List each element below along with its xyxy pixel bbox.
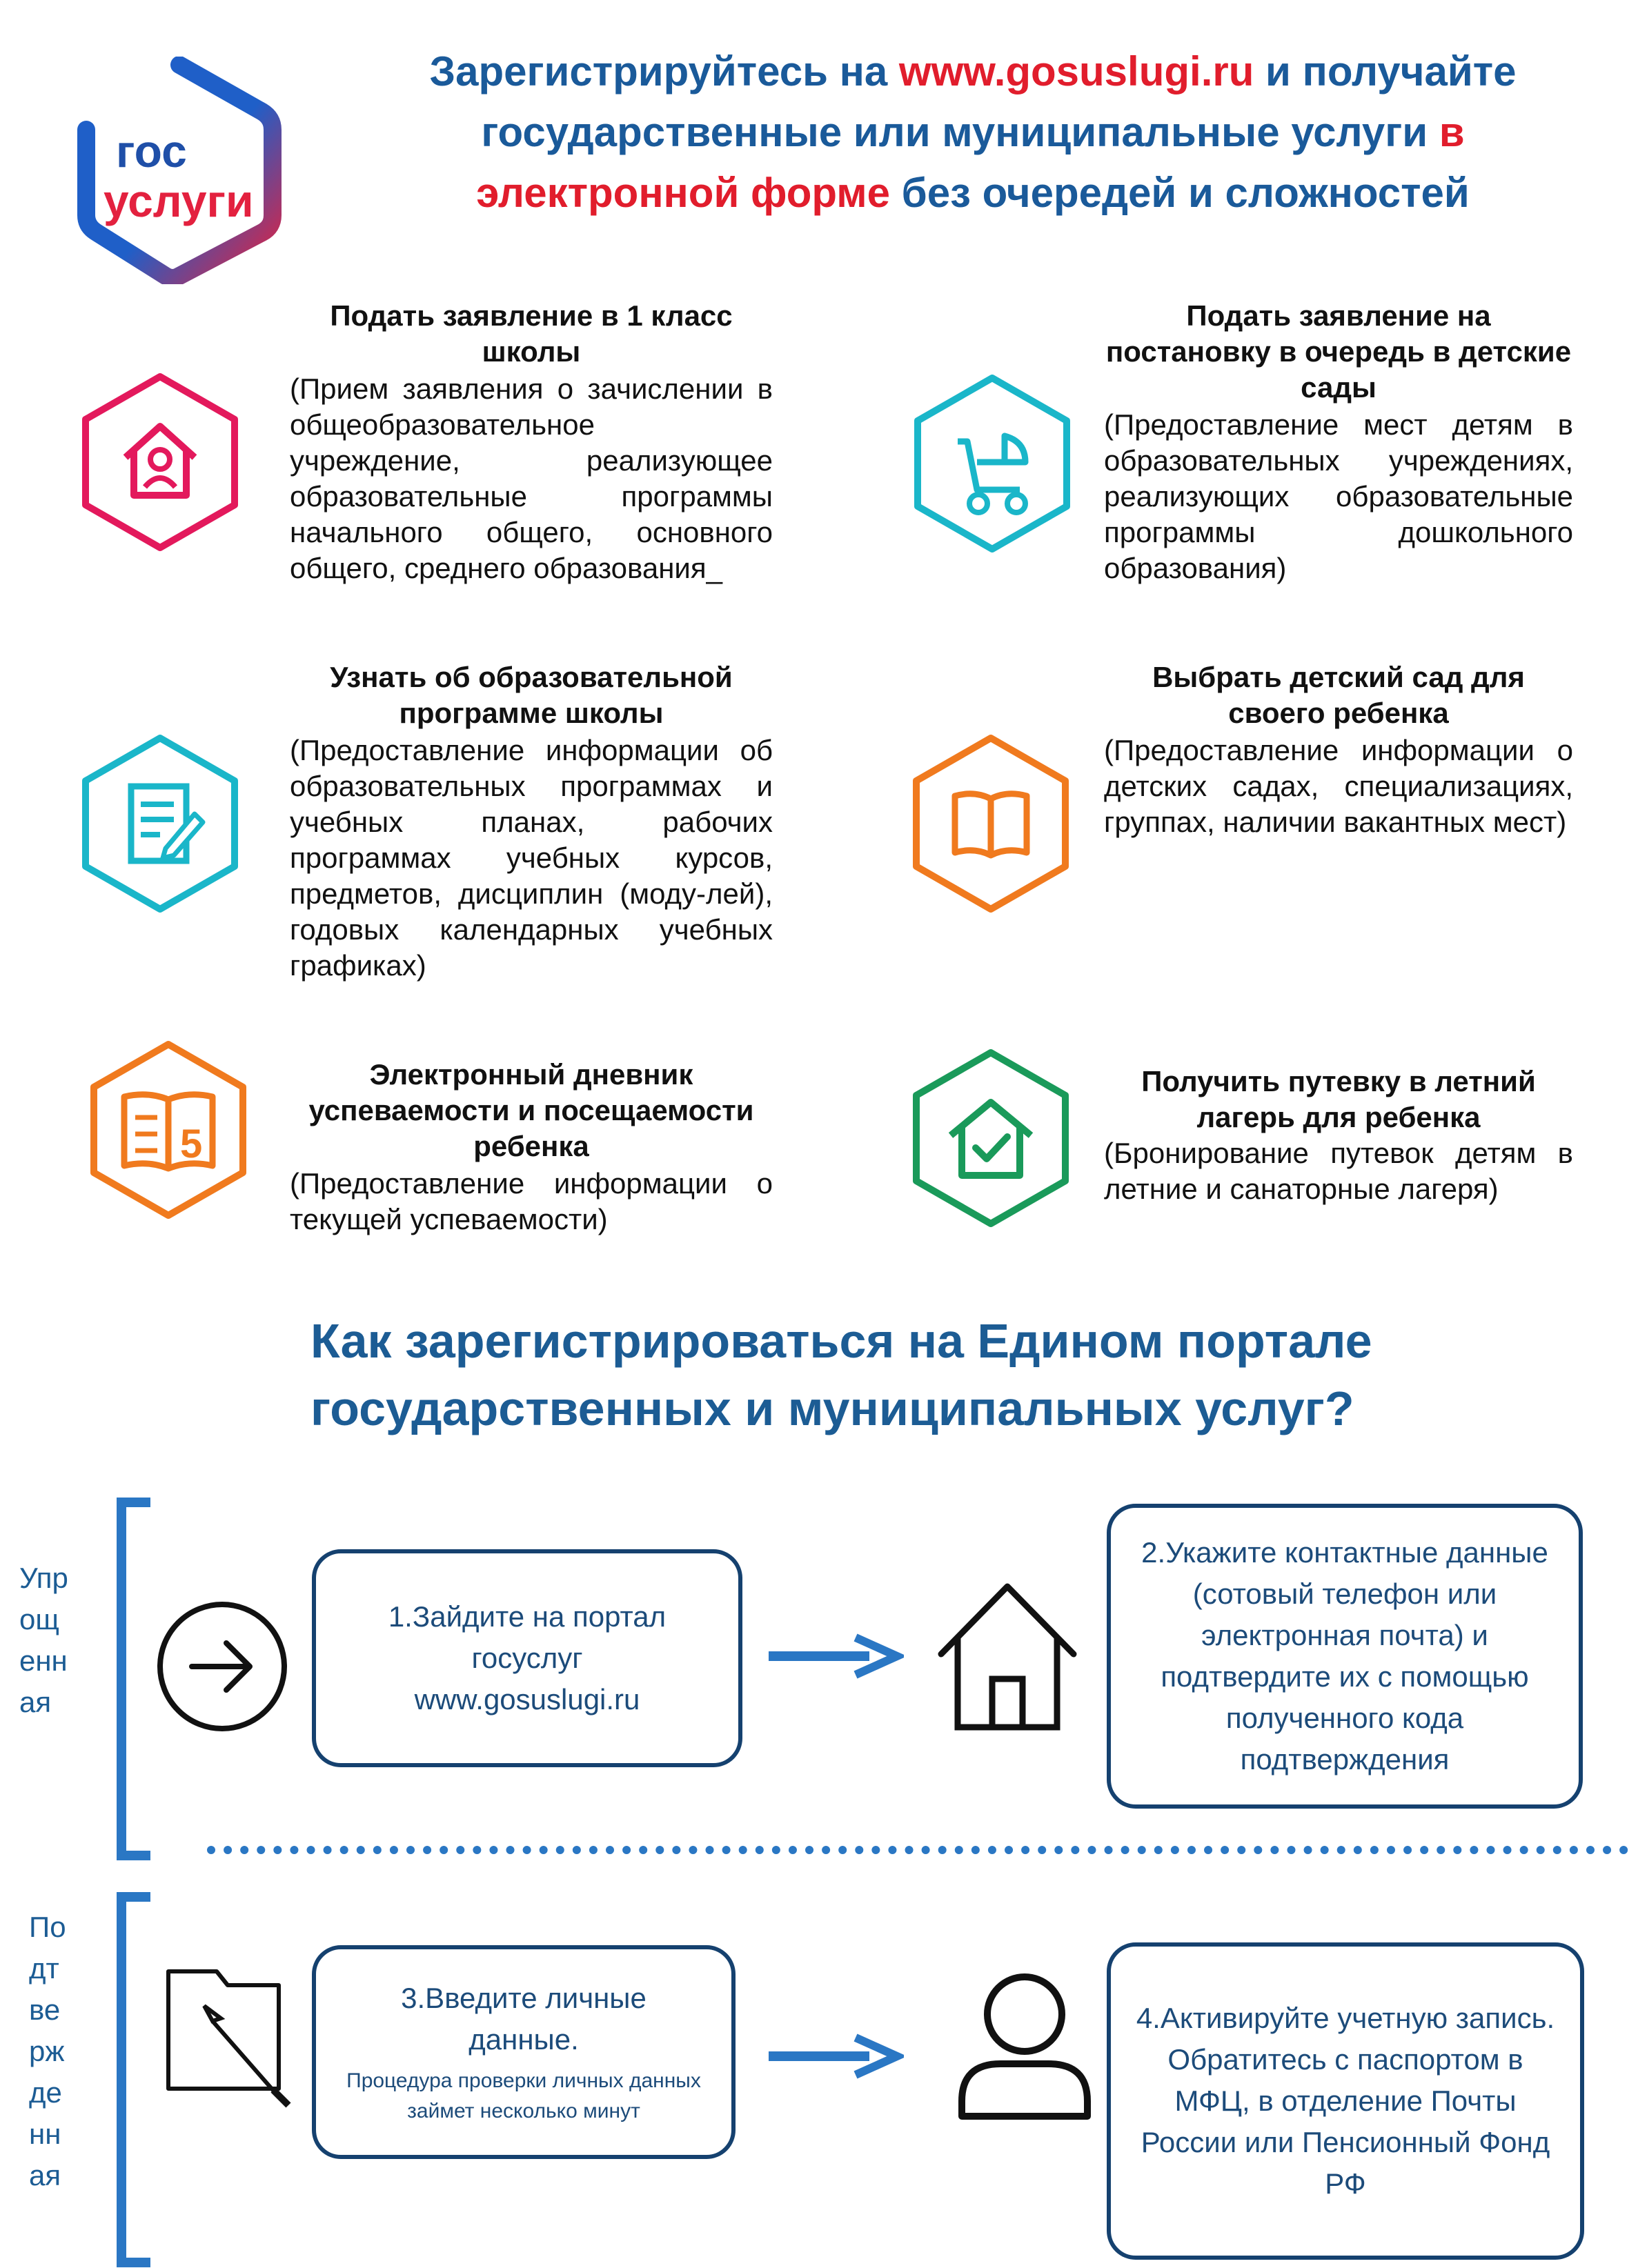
headline-site-link[interactable]: www.gosuslugi.ru bbox=[898, 48, 1254, 94]
arrow-step3-to-step4 bbox=[769, 2033, 904, 2079]
folder-pen-icon bbox=[166, 1969, 291, 2108]
confirmed-account-label: По дт ве рж де нн ая bbox=[29, 1911, 66, 2191]
service-school-program-desc: (Предоставление информации об образовате… bbox=[290, 734, 773, 982]
step-1-text: 1.Зайдите на портал госуслуг www.gosuslu… bbox=[388, 1600, 667, 1715]
headline-part-3: и получайте государственные или муниципа… bbox=[481, 48, 1517, 155]
grade-digit: 5 bbox=[180, 1122, 202, 1166]
logo-line2: услуги bbox=[103, 175, 254, 226]
step-2-box: 2.Укажите контактные данные (сотовый тел… bbox=[1107, 1504, 1583, 1809]
baby-stroller-icon bbox=[914, 375, 1070, 553]
headline-highlight: в электронной форме bbox=[476, 109, 1465, 216]
document-edit-icon bbox=[82, 735, 238, 913]
service-school-desc: (Прием заявления о зачислении в общеобра… bbox=[290, 372, 773, 584]
step-1-box: 1.Зайдите на портал госуслуг www.gosuslu… bbox=[312, 1549, 742, 1767]
simplified-account-label: Упр ощ енн ая bbox=[19, 1562, 68, 1718]
step-2-text: 2.Укажите контактные данные (сотовый тел… bbox=[1141, 1536, 1548, 1775]
step-4-text: 4.Активируйте учетную запись. Обратитесь… bbox=[1136, 2002, 1555, 2200]
headline: Зарегистрируйтесь на www.gosuslugi.ru и … bbox=[359, 41, 1587, 223]
house-outline-icon bbox=[938, 1583, 1077, 1731]
service-camp-title: Получить путевку в летний лагерь для реб… bbox=[1141, 1065, 1536, 1133]
headline-part-5: без очередей и сложностей bbox=[889, 170, 1470, 216]
step-3-box: 3.Введите личные данные. Процедура прове… bbox=[312, 1945, 736, 2159]
open-book-icon bbox=[913, 735, 1069, 913]
grade-diary-icon: 5 bbox=[90, 1041, 246, 1219]
user-outline-icon bbox=[958, 1973, 1091, 2120]
registration-brackets bbox=[117, 1498, 150, 2267]
service-choose-kindergarten-title: Выбрать детский сад для своего ребенка bbox=[1152, 661, 1525, 729]
service-school-title: Подать заявление в 1 класс школы bbox=[330, 299, 733, 368]
gosuslugi-logo: гос услуги bbox=[77, 57, 282, 284]
service-choose-kindergarten-desc: (Предоставление информации о детских сад… bbox=[1104, 734, 1573, 838]
logo-line1: гос bbox=[116, 126, 187, 177]
school-house-icon bbox=[82, 373, 238, 551]
step-3-text: 3.Введите личные данные. bbox=[401, 1982, 647, 2056]
howto-title: Как зарегистрироваться на Едином портале… bbox=[310, 1314, 1372, 1435]
step-3-note: Процедура проверки личных данных займет … bbox=[346, 2069, 701, 2122]
service-diary-title: Электронный дневник успеваемости и посещ… bbox=[308, 1058, 754, 1162]
service-kindergarten-queue-desc: (Предоставление мест детям в образовател… bbox=[1104, 408, 1573, 584]
service-diary-desc: (Предоставление информации о текущей усп… bbox=[290, 1167, 773, 1235]
service-kindergarten-queue-title: Подать заявление на постановку в очередь… bbox=[1105, 299, 1572, 404]
arrow-step1-to-step2 bbox=[769, 1633, 904, 1679]
service-school-program-title: Узнать об образовательной программе школ… bbox=[330, 661, 733, 729]
service-camp-desc: (Бронирование путевок детям в летние и с… bbox=[1104, 1137, 1573, 1205]
house-check-icon bbox=[913, 1049, 1069, 1227]
arrow-right-circle-icon bbox=[157, 1602, 287, 1731]
headline-part-1: Зарегистрируйтесь на bbox=[429, 48, 899, 94]
step-4-box: 4.Активируйте учетную запись. Обратитесь… bbox=[1107, 1942, 1584, 2260]
section-divider bbox=[207, 1846, 1628, 1854]
